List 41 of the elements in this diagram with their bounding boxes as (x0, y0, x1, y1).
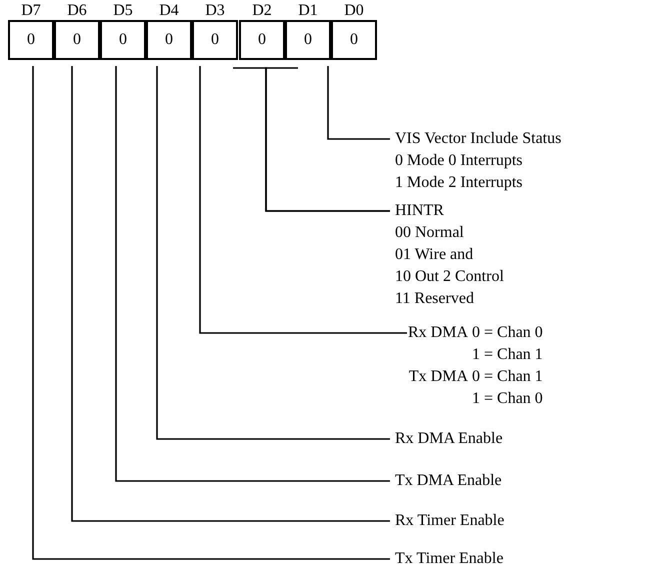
bit-value-cell: 0 (331, 20, 377, 60)
bit-value-cell: 0 (239, 20, 285, 60)
bit-label: D4 (158, 2, 180, 20)
option-text: 1 = Chan 1 (472, 345, 543, 365)
option-text: 1 Mode 2 Interrupts (395, 173, 524, 193)
bit-value-cell: 0 (100, 20, 146, 60)
leader-line (156, 66, 390, 440)
bit-label: D1 (297, 2, 319, 20)
bit-description: Rx DMA Enable (395, 428, 503, 450)
hintr-heading: HINTR (395, 201, 445, 221)
bit-label: D7 (20, 2, 42, 20)
status-heading: VIS Vector Include Status (395, 129, 562, 149)
option-text: 1 = Chan 0 (472, 389, 543, 409)
bit-value-cell: 0 (146, 20, 192, 60)
bit-description: Rx Timer Enable (395, 510, 504, 532)
option-text: 0 = Chan 0 (472, 323, 543, 343)
bit-label: D3 (204, 2, 226, 20)
option-text: 0 Mode 0 Interrupts (395, 151, 524, 171)
bit-label: D6 (66, 2, 88, 20)
bit-value-cell: 0 (192, 20, 238, 60)
leader-line (265, 67, 390, 212)
bit-value-cell: 0 (8, 20, 54, 60)
bit-label: D2 (251, 2, 273, 20)
leader-line (327, 66, 390, 140)
bit-label: D5 (112, 2, 134, 20)
channel-heading: Rx DMA (408, 323, 468, 343)
bit-label: D0 (343, 2, 365, 20)
leader-line (32, 66, 390, 560)
bit-value-cell: 0 (285, 20, 331, 60)
bit-value-cell: 0 (54, 20, 100, 60)
option-text: 11 Reserved (395, 289, 475, 309)
option-text: 00 Normal (395, 223, 465, 243)
channel-heading: Tx DMA (408, 367, 468, 387)
bit-description: Tx DMA Enable (395, 470, 502, 492)
option-text: 0 = Chan 1 (472, 367, 543, 387)
leader-line (199, 66, 407, 334)
option-text: 01 Wire and (395, 245, 474, 265)
bit-description: Tx Timer Enable (395, 548, 504, 570)
option-text: 10 Out 2 Control (395, 267, 504, 287)
leader-line (115, 66, 390, 482)
leader-line (71, 66, 390, 522)
